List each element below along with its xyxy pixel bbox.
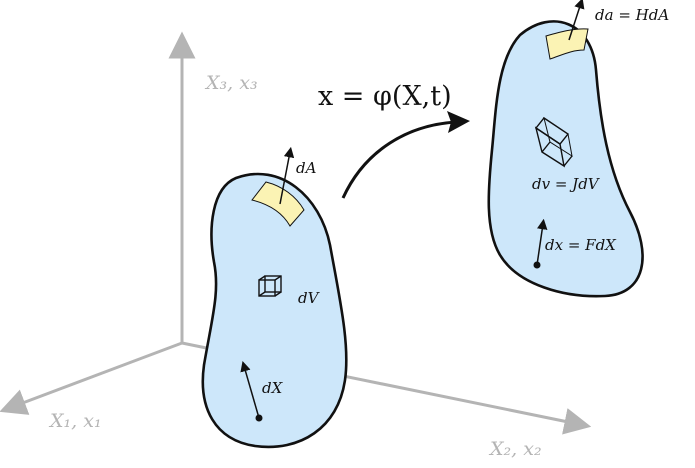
reference-body: dA dV dX [201, 146, 348, 449]
x2-axis-label: X₂, x₂ [488, 438, 542, 460]
current-area-normal-arrow [568, 0, 585, 41]
current-line-element-label: dx = FdX [545, 236, 617, 254]
reference-body-shape [201, 172, 348, 449]
current-area-element-patch [545, 28, 589, 60]
current-body-shape [487, 20, 644, 298]
area-normal-arrow [279, 146, 295, 205]
mapping: x = φ(X,t) [318, 81, 470, 199]
x1-axis [0, 341, 183, 415]
mapping-arrow-head [447, 111, 470, 133]
mapping-label: x = φ(X,t) [318, 81, 452, 112]
area-element-label: dA [296, 159, 317, 177]
current-body: da = HdA dv = JdV dx = FdX [487, 0, 669, 298]
mapping-arrow [341, 120, 457, 199]
current-area-element-label: da = HdA [595, 6, 669, 24]
line-element-label: dX [262, 379, 284, 397]
volume-element-cube [258, 275, 282, 297]
line-element-arrow [240, 360, 260, 419]
volume-element-label: dV [298, 289, 321, 307]
current-volume-element-label: dv = JdV [532, 175, 601, 193]
current-volume-element-cube [534, 116, 573, 168]
current-line-element-arrow [536, 218, 548, 266]
x3-axis-label: X₃, x₃ [204, 72, 258, 94]
area-element-patch [251, 181, 305, 227]
x1-axis-label: X₁, x₁ [48, 410, 102, 432]
